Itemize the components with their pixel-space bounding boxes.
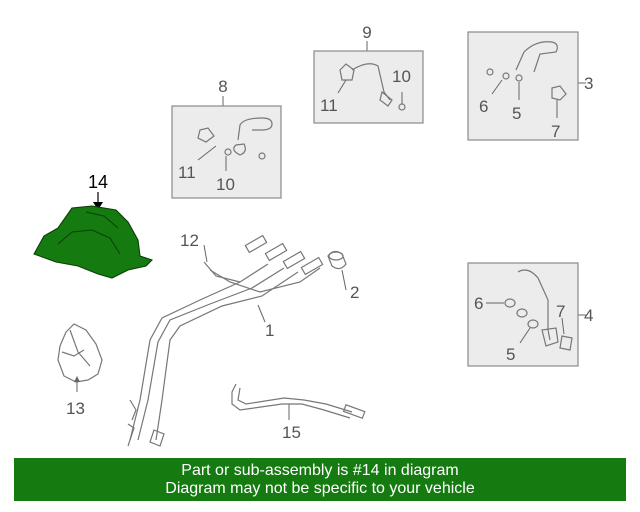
banner-line-2: Diagram may not be specific to your vehi… xyxy=(165,480,475,497)
callout-1: 1 xyxy=(265,321,274,340)
parts-diagram: 14 8 9 3 4 11 10 11 10 6 5 7 6 5 7 12 1 … xyxy=(33,23,593,447)
banner-line-1: Part or sub-assembly is #14 in diagram xyxy=(181,462,459,479)
detail-box-4 xyxy=(467,262,586,367)
callout-5-box3: 5 xyxy=(512,104,521,123)
callout-3: 3 xyxy=(584,74,593,93)
callout-5-box4: 5 xyxy=(506,345,515,364)
callout-11-box8: 11 xyxy=(178,163,196,182)
info-banner: Part or sub-assembly is #14 in diagram D… xyxy=(14,458,626,501)
part-15-line xyxy=(231,383,366,420)
part-1-fuel-lines xyxy=(127,234,324,447)
part-13-bracket xyxy=(57,323,103,392)
callout-7-box3: 7 xyxy=(551,122,560,141)
part-14-highlighted[interactable] xyxy=(33,192,154,279)
callout-6-box3: 6 xyxy=(479,97,488,116)
callout-14: 14 xyxy=(88,172,108,192)
detail-box-9 xyxy=(313,41,424,124)
callout-8: 8 xyxy=(218,77,227,96)
callout-2: 2 xyxy=(350,283,359,302)
callout-15: 15 xyxy=(282,423,301,442)
detail-box-8 xyxy=(171,96,282,199)
callout-9: 9 xyxy=(362,23,371,42)
detail-box-3 xyxy=(467,31,586,141)
part-2-grommet xyxy=(327,250,347,291)
callout-10-box9: 10 xyxy=(392,67,411,86)
callout-11-box9: 11 xyxy=(320,96,338,115)
callout-7-box4: 7 xyxy=(556,302,565,321)
callout-10-box8: 10 xyxy=(216,175,235,194)
callout-4: 4 xyxy=(584,306,593,325)
callout-13: 13 xyxy=(66,399,85,418)
callout-6-box4: 6 xyxy=(474,294,483,313)
callout-12: 12 xyxy=(180,231,199,250)
